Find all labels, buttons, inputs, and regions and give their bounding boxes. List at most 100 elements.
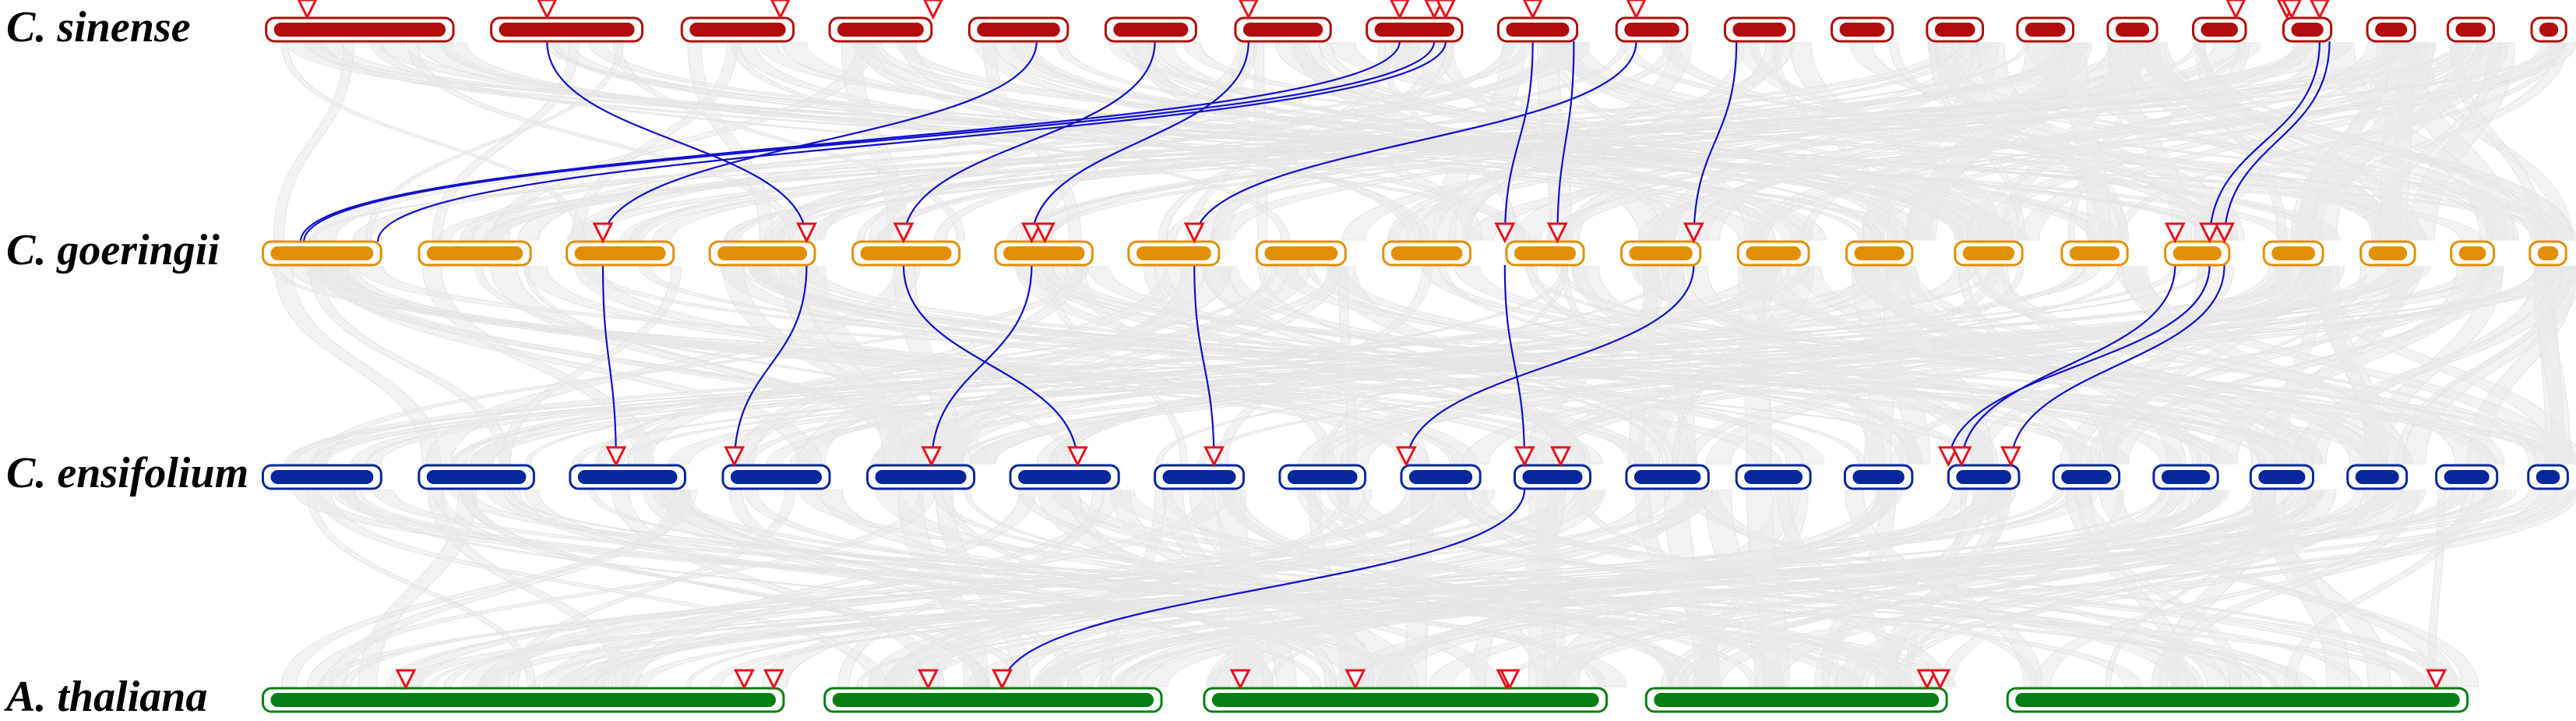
chromosome-ensifolium-13[interactable]: [1852, 470, 1905, 484]
chromosome-goeringii-19[interactable]: [2458, 246, 2486, 260]
chromosome-goeringii-20[interactable]: [2537, 246, 2559, 260]
chromosome-goeringii-1[interactable]: [270, 246, 374, 260]
chromosome-sinense-12[interactable]: [1839, 23, 1885, 37]
chromosome-ensifolium-3[interactable]: [577, 470, 678, 484]
chromosome-goeringii-6[interactable]: [1003, 246, 1085, 260]
gene-marker-triangle[interactable]: [1916, 669, 1938, 691]
gene-marker-triangle[interactable]: [1683, 222, 1704, 244]
chromosome-ensifolium-18[interactable]: [2355, 470, 2399, 484]
chromosome-sinense-13[interactable]: [1934, 23, 1975, 37]
chromosome-ensifolium-16[interactable]: [2161, 470, 2211, 484]
gene-marker-triangle[interactable]: [1929, 669, 1951, 691]
chromosome-sinense-2[interactable]: [499, 23, 635, 37]
gene-marker-triangle[interactable]: [893, 222, 914, 244]
chromosome-goeringii-15[interactable]: [2069, 246, 2120, 260]
chromosome-sinense-17[interactable]: [2291, 23, 2324, 37]
gene-marker-triangle[interactable]: [1523, 0, 1543, 20]
chromosome-thaliana-2[interactable]: [832, 693, 1154, 707]
chromosome-ensifolium-2[interactable]: [426, 470, 527, 484]
gene-marker-triangle[interactable]: [1951, 446, 1972, 468]
chromosome-goeringii-17[interactable]: [2271, 246, 2316, 260]
gene-marker-triangle[interactable]: [1344, 669, 1366, 691]
chromosome-ensifolium-20[interactable]: [2535, 470, 2560, 484]
gene-marker-triangle[interactable]: [592, 222, 614, 244]
chromosome-goeringii-10[interactable]: [1514, 246, 1577, 260]
gene-marker-triangle[interactable]: [1239, 0, 1259, 20]
chromosome-thaliana-3[interactable]: [1211, 693, 1599, 707]
chromosome-goeringii-12[interactable]: [1746, 246, 1802, 260]
chromosome-goeringii-2[interactable]: [426, 246, 523, 260]
gene-marker-triangle[interactable]: [724, 446, 745, 468]
chromosome-ensifolium-8[interactable]: [1287, 470, 1358, 484]
gene-marker-triangle[interactable]: [2225, 0, 2247, 20]
chromosome-sinense-10[interactable]: [1624, 23, 1679, 37]
chromosome-goeringii-14[interactable]: [1962, 246, 2015, 260]
gene-marker-triangle[interactable]: [1021, 222, 1042, 244]
chromosome-goeringii-9[interactable]: [1390, 246, 1463, 260]
gene-marker-triangle[interactable]: [2310, 0, 2330, 20]
chromosome-sinense-4[interactable]: [837, 23, 924, 37]
chromosome-sinense-7[interactable]: [1242, 23, 1323, 37]
chromosome-ensifolium-17[interactable]: [2258, 470, 2306, 484]
gene-marker-triangle[interactable]: [2282, 0, 2302, 20]
chromosome-ensifolium-5[interactable]: [875, 470, 967, 484]
chromosome-ensifolium-19[interactable]: [2444, 470, 2490, 484]
chromosome-goeringii-8[interactable]: [1264, 246, 1338, 260]
chromosome-ensifolium-14[interactable]: [1956, 470, 2011, 484]
gene-marker-triangle[interactable]: [1626, 0, 1647, 20]
chromosome-goeringii-7[interactable]: [1136, 246, 1211, 260]
gene-marker-triangle[interactable]: [1514, 446, 1535, 468]
chromosome-goeringii-5[interactable]: [860, 246, 952, 260]
chromosome-sinense-8[interactable]: [1374, 23, 1455, 37]
gene-marker-triangle[interactable]: [297, 0, 318, 20]
chromosome-sinense-11[interactable]: [1732, 23, 1787, 37]
gene-marker-triangle[interactable]: [733, 669, 755, 691]
gene-marker-triangle[interactable]: [1395, 446, 1417, 468]
gene-marker-triangle[interactable]: [1436, 0, 1456, 20]
gene-marker-triangle[interactable]: [770, 0, 791, 20]
gene-marker-triangle[interactable]: [395, 669, 417, 691]
chromosome-ensifolium-7[interactable]: [1162, 470, 1236, 484]
chromosome-sinense-1[interactable]: [273, 23, 446, 37]
chromosome-ensifolium-10[interactable]: [1522, 470, 1583, 484]
gene-marker-triangle[interactable]: [923, 0, 943, 20]
chromosome-goeringii-4[interactable]: [717, 246, 808, 260]
gene-marker-triangle[interactable]: [605, 446, 627, 468]
chromosome-ensifolium-4[interactable]: [730, 470, 823, 484]
chromosome-goeringii-13[interactable]: [1854, 246, 1905, 260]
gene-marker-triangle[interactable]: [796, 222, 817, 244]
gene-marker-triangle[interactable]: [2199, 222, 2221, 244]
gene-marker-triangle[interactable]: [1034, 222, 1055, 244]
gene-marker-triangle[interactable]: [1229, 669, 1251, 691]
chromosome-ensifolium-15[interactable]: [2061, 470, 2112, 484]
gene-marker-triangle[interactable]: [918, 669, 939, 691]
chromosome-ensifolium-6[interactable]: [1018, 470, 1112, 484]
chromosome-sinense-20[interactable]: [2539, 23, 2559, 37]
chromosome-sinense-18[interactable]: [2375, 23, 2408, 37]
gene-marker-triangle[interactable]: [2426, 669, 2447, 691]
chromosome-ensifolium-1[interactable]: [270, 470, 374, 484]
gene-marker-triangle[interactable]: [921, 446, 943, 468]
gene-marker-triangle[interactable]: [1494, 222, 1516, 244]
chromosome-sinense-14[interactable]: [2025, 23, 2066, 37]
chromosome-thaliana-4[interactable]: [1654, 693, 1940, 707]
chromosome-thaliana-1[interactable]: [270, 693, 776, 707]
chromosome-goeringii-16[interactable]: [2173, 246, 2222, 260]
gene-marker-triangle[interactable]: [1067, 446, 1088, 468]
gene-marker-triangle[interactable]: [1203, 446, 1225, 468]
gene-marker-triangle[interactable]: [1390, 0, 1410, 20]
chromosome-sinense-15[interactable]: [2115, 23, 2150, 37]
chromosome-sinense-6[interactable]: [1113, 23, 1189, 37]
chromosome-goeringii-3[interactable]: [574, 246, 666, 260]
gene-marker-triangle[interactable]: [1546, 222, 1568, 244]
gene-marker-triangle[interactable]: [1499, 669, 1521, 691]
chromosome-sinense-3[interactable]: [689, 23, 786, 37]
chromosome-ensifolium-12[interactable]: [1744, 470, 1803, 484]
chromosome-sinense-9[interactable]: [1506, 23, 1570, 37]
gene-marker-triangle[interactable]: [1937, 446, 1959, 468]
gene-marker-triangle[interactable]: [992, 669, 1013, 691]
chromosome-sinense-19[interactable]: [2455, 23, 2486, 37]
chromosome-thaliana-5[interactable]: [2015, 693, 2460, 707]
chromosome-sinense-5[interactable]: [977, 23, 1060, 37]
gene-marker-triangle[interactable]: [2000, 446, 2021, 468]
